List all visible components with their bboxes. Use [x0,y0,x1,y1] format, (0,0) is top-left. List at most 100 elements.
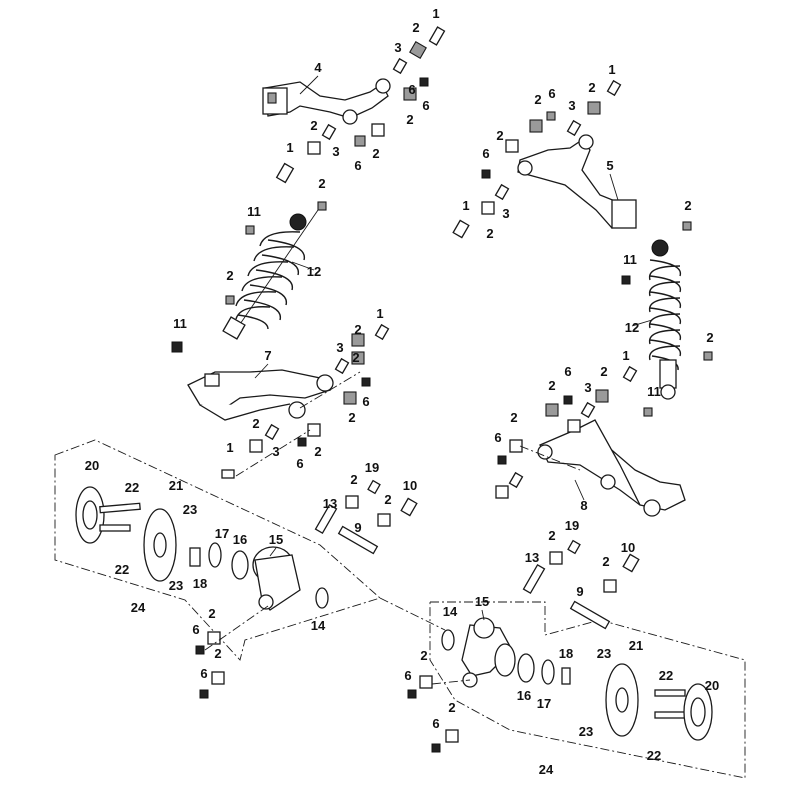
callout-1: 1 [462,198,469,213]
callout-6: 6 [404,668,411,683]
callout-2: 2 [448,700,455,715]
callout-2: 2 [372,146,379,161]
bolts-upper-right [452,79,692,239]
callout-2: 2 [510,410,517,425]
callout-1: 1 [608,62,615,77]
callout-2: 2 [208,606,215,621]
callout-6: 6 [362,394,369,409]
callout-1: 1 [376,306,383,321]
callout-11: 11 [247,204,261,219]
callout-20: 20 [85,458,99,473]
callout-19: 19 [565,518,579,533]
hub-assembly-left [54,439,446,699]
callout-3: 3 [336,340,343,355]
callout-2: 2 [384,492,391,507]
callout-17: 17 [215,526,229,541]
callout-21: 21 [629,638,643,653]
upper-a-arm-left [262,78,391,125]
leader-lines [254,75,653,621]
callout-7: 7 [264,348,271,363]
callout-5: 5 [606,158,613,173]
bolt-upper-left-top [275,26,446,184]
callout-11: 11 [647,384,661,399]
callout-1: 1 [286,140,293,155]
callout-2: 2 [226,268,233,283]
callout-22: 22 [115,562,129,577]
callout-2: 2 [548,528,555,543]
upper-a-arm-right [517,134,637,229]
callout-3: 3 [584,380,591,395]
callout-2: 2 [314,444,321,459]
callout-24: 24 [539,762,554,777]
callout-6: 6 [192,622,199,637]
callout-10: 10 [403,478,417,493]
callout-17: 17 [537,696,551,711]
callout-6: 6 [200,666,207,681]
callout-13: 13 [525,550,539,565]
callout-6: 6 [296,456,303,471]
callout-2: 2 [496,128,503,143]
callout-2: 2 [352,350,359,365]
hub-assembly-right [407,539,746,779]
callout-23: 23 [169,578,183,593]
callout-2: 2 [310,118,317,133]
callout-2: 2 [420,648,427,663]
callout-2: 2 [350,472,357,487]
callout-6: 6 [494,430,501,445]
callout-2: 2 [588,80,595,95]
callout-2: 2 [348,410,355,425]
callout-12: 12 [307,264,321,279]
callout-16: 16 [233,532,247,547]
callout-16: 16 [517,688,531,703]
callout-10: 10 [621,540,635,555]
callout-1: 1 [432,6,439,21]
callout-6: 6 [548,86,555,101]
callout-14: 14 [443,604,458,619]
callout-2: 2 [548,378,555,393]
callout-2: 2 [600,364,607,379]
callout-2: 2 [706,330,713,345]
callout-6: 6 [354,158,361,173]
callout-11: 11 [623,252,637,267]
callout-15: 15 [475,594,489,609]
callout-3: 3 [394,40,401,55]
callout-labels: 1 2 3 4 6 6 2 2 3 2 1 6 1 2 6 2 3 2 6 5 … [85,6,719,777]
callout-6: 6 [564,364,571,379]
callout-6: 6 [432,716,439,731]
callout-20: 20 [705,678,719,693]
callout-2: 2 [534,92,541,107]
callout-2: 2 [354,322,361,337]
callout-3: 3 [568,98,575,113]
callout-18: 18 [559,646,573,661]
callout-3: 3 [502,206,509,221]
bolts-lower-right [495,365,638,499]
callout-21: 21 [169,478,183,493]
callout-19: 19 [365,460,379,475]
lower-a-arm-right [537,419,686,517]
shock-absorber-left [171,201,327,353]
callout-2: 2 [412,20,419,35]
callout-12: 12 [625,320,639,335]
callout-2: 2 [602,554,609,569]
callout-18: 18 [193,576,207,591]
callout-1: 1 [622,348,629,363]
callout-3: 3 [272,444,279,459]
callout-2: 2 [486,226,493,241]
callout-24: 24 [131,600,146,615]
callout-23: 23 [183,502,197,517]
callout-2: 2 [318,176,325,191]
callout-4: 4 [314,60,322,75]
callout-23: 23 [579,724,593,739]
callout-8: 8 [580,498,587,513]
callout-2: 2 [406,112,413,127]
lower-a-arm-left [187,369,334,421]
callout-6: 6 [482,146,489,161]
callout-23: 23 [597,646,611,661]
callout-13: 13 [323,496,337,511]
callout-9: 9 [576,584,583,599]
callout-2: 2 [684,198,691,213]
callout-2: 2 [214,646,221,661]
callout-15: 15 [269,532,283,547]
